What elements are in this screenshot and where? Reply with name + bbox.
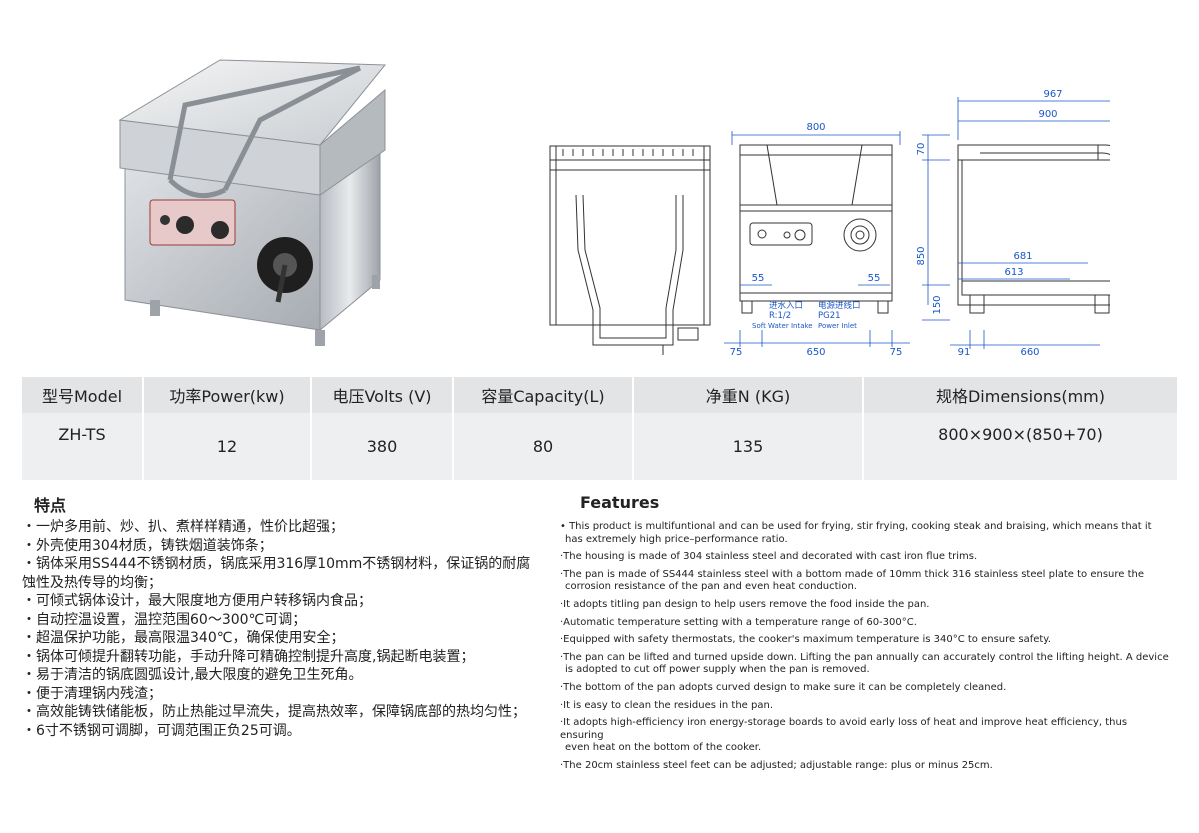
list-item-line: ·It adopts high-efficiency iron energy-s…	[560, 717, 1128, 741]
dim-front-bottom-right: 75	[890, 347, 903, 358]
features-en-list: • This product is multifuntional and can…	[560, 521, 1170, 778]
dim-side-bottom-left: 91	[958, 347, 971, 358]
dim-front-width: 800	[806, 122, 825, 133]
list-item: ·It adopts titling pan design to help us…	[560, 599, 1170, 612]
elevation-drawing-tilt	[549, 145, 711, 355]
list-item-continuation: has extremely high price–performance rat…	[565, 533, 788, 545]
side-view-drawing: 967 900 681 613 70 850 150 91 660	[916, 89, 1110, 358]
header-dimensions: 规格Dimensions(mm)	[864, 377, 1177, 413]
list-item-line: ·Equipped with safety thermostats, the c…	[560, 634, 1051, 646]
list-item: ・超温保护功能，最高限温340℃，确保使用安全；	[22, 630, 345, 646]
list-item-continuation: corrosion resistance of the pan and even…	[565, 581, 857, 593]
value-volts: 380	[312, 413, 454, 480]
front-view-drawing: 800 55 55 进水入口 R:1/2 Soft Water Intake 电…	[724, 122, 910, 358]
list-item: ・锅体采用SS444不锈钢材质，锅底采用316厚10mm不锈钢材料，保证锅的耐腐…	[22, 556, 531, 591]
list-item: ・外壳使用304材质，铸铁烟道装饰条；	[22, 537, 273, 554]
list-item: • This product is multifuntional and can…	[560, 521, 1170, 546]
dim-side-top1: 967	[1043, 89, 1062, 100]
features-cn-list: ・一炉多用前、炒、扒、煮样样精通，性价比超强； ・外壳使用304材质，铸铁烟道装…	[22, 518, 542, 740]
list-item: ·Equipped with safety thermostats, the c…	[560, 634, 1170, 647]
dim-side-bottom-right: 660	[1020, 347, 1039, 358]
list-item: ・可倾式锅体设计，最大限度地方便用户转移锅内食品；	[22, 593, 372, 609]
list-item-line: ·The housing is made of 304 stainless st…	[560, 551, 978, 563]
label-water-en: Soft Water Intake	[752, 322, 813, 330]
value-model: ZH-TS	[22, 413, 144, 480]
dim-side-left-top: 70	[916, 143, 927, 156]
list-item-line: ·Automatic temperature setting with a te…	[560, 616, 917, 628]
list-item-line: ·It adopts titling pan design to help us…	[560, 598, 930, 610]
dim-front-right: 55	[868, 273, 881, 284]
list-item: ・便于清理锅内残渣；	[22, 685, 162, 702]
header-model: 型号Model	[22, 377, 144, 413]
label-power-en: Power Inlet	[818, 322, 857, 330]
list-item-line: ·The pan can be lifted and turned upside…	[560, 651, 1169, 663]
label-power-spec: PG21	[818, 311, 841, 321]
list-item: ·The 20cm stainless steel feet can be ad…	[560, 760, 1170, 773]
dim-front-bottom-mid: 650	[806, 347, 825, 358]
list-item: ・一炉多用前、炒、扒、煮样样精通，性价比超强；	[22, 519, 344, 535]
list-item-line: ·The pan is made of SS444 stainless stee…	[560, 568, 1144, 580]
list-item: ・锅体可倾提升翻转功能，手动升降可精确控制提升高度,锅起断电装置；	[22, 648, 475, 665]
features-en-title: Features	[580, 493, 660, 512]
value-dimensions: 800×900×(850+70)	[864, 413, 1177, 480]
list-item-continuation: even heat on the bottom of the cooker.	[565, 742, 762, 754]
header-volts: 电压Volts (V)	[312, 377, 454, 413]
header-capacity: 容量Capacity(L)	[454, 377, 634, 413]
list-item: ·The pan can be lifted and turned upside…	[560, 652, 1170, 677]
list-item: ·The bottom of the pan adopts curved des…	[560, 682, 1170, 695]
label-water-cn: 进水入口	[769, 300, 803, 311]
spec-table: 型号Model 功率Power(kw) 电压Volts (V) 容量Capaci…	[22, 377, 1177, 480]
header-power: 功率Power(kw)	[144, 377, 312, 413]
list-item-continuation: is adopted to cut off power supply when …	[565, 664, 870, 676]
dim-side-mid2: 613	[1004, 267, 1023, 278]
header-weight: 净重N (KG)	[634, 377, 864, 413]
list-item-line: ·The 20cm stainless steel feet can be ad…	[560, 759, 993, 771]
dim-side-left-bottom: 150	[932, 295, 943, 314]
dim-front-left: 55	[752, 273, 765, 284]
list-item: ·The pan is made of SS444 stainless stee…	[560, 569, 1170, 594]
list-item-line: • This product is multifuntional and can…	[560, 521, 1152, 532]
list-item: ・高效能铸铁储能板，防止热能过早流失，提高热效率，保障锅底部的热均匀性；	[22, 704, 526, 720]
product-photo	[118, 59, 387, 346]
value-weight: 135	[634, 413, 864, 480]
list-item: ·The housing is made of 304 stainless st…	[560, 551, 1170, 564]
value-power: 12	[144, 413, 312, 480]
list-item: ·It is easy to clean the residues in the…	[560, 700, 1170, 713]
features-cn-title: 特点	[34, 496, 67, 515]
dim-side-left-mid: 850	[916, 246, 927, 265]
dim-front-bottom-left: 75	[730, 347, 743, 358]
list-item: ·It adopts high-efficiency iron energy-s…	[560, 717, 1170, 755]
list-item: ·Automatic temperature setting with a te…	[560, 617, 1170, 630]
list-item: ・自动控温设置，温控范围60～300℃可调；	[22, 611, 307, 628]
list-item-line: ·It is easy to clean the residues in the…	[560, 699, 773, 711]
list-item: ・易于清洁的锅底圆弧设计,最大限度的避免卫生死角。	[22, 667, 363, 683]
value-capacity: 80	[454, 413, 634, 480]
label-power-cn: 电源进线口	[818, 300, 861, 311]
list-item-line: ·The bottom of the pan adopts curved des…	[560, 681, 1007, 693]
dim-side-mid1: 681	[1013, 251, 1032, 262]
dim-side-top2: 900	[1038, 109, 1057, 120]
label-water-spec: R:1/2	[769, 311, 791, 321]
list-item: ・6寸不锈钢可调脚，可调范围正负25可调。	[22, 722, 301, 739]
